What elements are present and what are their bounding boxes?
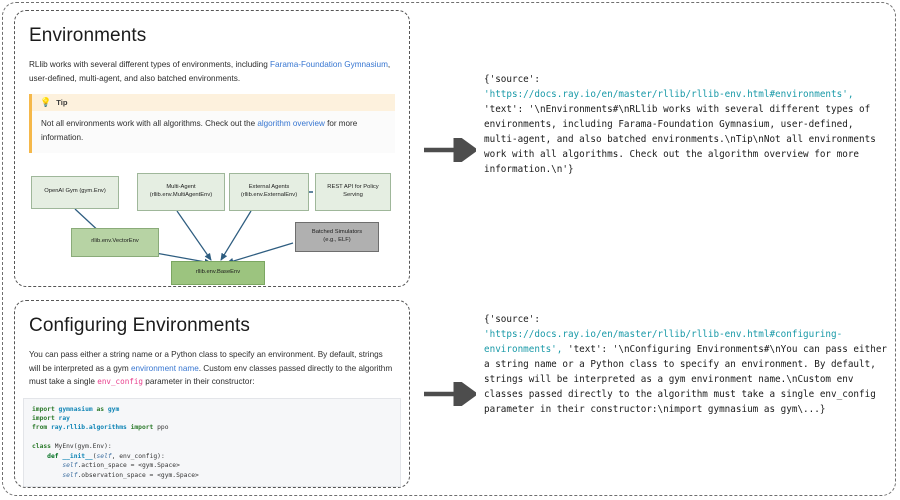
tip-header: 💡 Tip [32,94,395,112]
configuring-text-2: . Custom env classes passed directly to … [29,363,393,387]
arrow-right-icon-configuring [424,382,476,406]
inline-code-env-config: env_config [97,377,143,387]
diagram-node-multi-agent: Multi-Agent(rllib.env.MultiAgentEnv) [137,172,225,211]
edge-batched-simulators-to-base-env [226,241,294,264]
configuring-text-3: parameter in their constructor: [142,377,255,387]
json-open-brace-environments: {'source': [484,74,540,85]
edge-external-agents-to-base-env [220,210,252,261]
panel-environments-inner: Environments RLlib works with several di… [15,11,409,286]
diagram-node-base-env: rllib.env.BaseEnv [171,260,265,285]
json-output-configuring: {'source': 'https://docs.ray.io/en/maste… [484,312,888,417]
code-line-6: def __init__(self, env_config): [47,452,165,460]
intro-text-before-link: RLlib works with several different types… [29,60,271,69]
panel-environments: Environments RLlib works with several di… [14,10,410,287]
panel-configuring-environments: Configuring Environments You can pass ei… [14,300,410,488]
arrow-right-icon-environments [424,138,476,162]
page-title-configuring-environments: Configuring Environments [29,315,251,336]
tip-title: Tip [56,98,68,108]
code-line-7: self.action_space = <gym.Space> [62,462,180,470]
code-line-2: import ray [32,415,70,423]
diagram-node-external-agents: External Agents(rllib.env.ExternalEnv) [229,172,309,211]
link-environment-name[interactable]: environment name [130,363,199,373]
json-source-url-environments: 'https://docs.ray.io/en/master/rllib/rll… [484,89,854,101]
intro-paragraph-environments: RLlib works with several different types… [29,58,395,85]
tip-text-after-link: for more information. [41,119,358,142]
tip-text-before-link: Not all environments work with all algor… [41,119,258,129]
page-title-environments: Environments [29,25,147,46]
code-line-3: from ray.rllib.algorithms import ppo [32,424,169,432]
json-text-configuring: 'text': '\nConfiguring Environments#\nYo… [484,344,893,416]
code-line-5: class MyEnv(gym.Env): [32,443,112,451]
diagram-node-vector-env: rllib.env.VectorEnv [71,227,159,257]
json-open-brace-configuring: {'source': [484,314,540,325]
panel-configuring-inner: Configuring Environments You can pass ei… [15,301,409,487]
intro-text-after-link: , user-defined, multi-agent, and also ba… [29,60,391,83]
code-line-1: import gymnasium as gym [32,405,120,413]
link-algorithm-overview[interactable]: algorithm overview [257,119,325,129]
intro-paragraph-configuring: You can pass either a string name or a P… [29,348,395,389]
environments-architecture-diagram: OpenAI Gym (gym.Env) Multi-Agent(rllib.e… [15,164,409,286]
json-output-environments: {'source': 'https://docs.ray.io/en/maste… [484,72,888,177]
json-source-url-configuring: 'https://docs.ray.io/en/master/rllib/rll… [484,329,843,356]
diagram-node-batched-simulators: Batched Simulators(e.g., ELF) [295,221,379,252]
lightbulb-icon: 💡 [40,97,52,108]
tip-admonition: 💡 Tip Not all environments work with all… [29,94,395,153]
code-line-8: self.observation_space = <gym.Space> [62,471,199,479]
edge-multi-agent-to-base-env [176,210,212,261]
json-text-environments: 'text': '\nEnvironments#\nRLlib works wi… [484,89,882,176]
tip-body: Not all environments work with all algor… [32,111,395,153]
diagram-node-openai-gym: OpenAI Gym (gym.Env) [31,175,119,209]
link-farama-foundation-gymnasium[interactable]: Farama-Foundation Gymnasium [270,60,388,69]
configuring-text-1: You can pass either a string name or a P… [29,350,383,373]
code-block-myenv: import gymnasium as gym import ray from … [23,397,401,487]
